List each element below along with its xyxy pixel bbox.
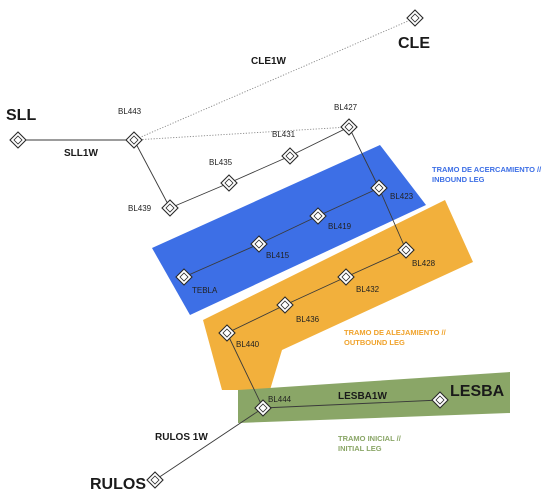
waypoint-sll-marker[interactable] — [9, 131, 27, 149]
waypoint-bl439-label: BL439 — [128, 204, 152, 213]
waypoint-labels: CLE SLL BL443 BL427 BL431 BL435 BL439 BL… — [6, 35, 505, 493]
waypoint-bl431-marker[interactable] — [281, 147, 299, 165]
route-bl443-bl439 — [133, 139, 171, 209]
route-bl440-bl444 — [226, 332, 264, 409]
route-rulos1w — [154, 407, 264, 481]
waypoint-bl419-label: BL419 — [328, 222, 352, 231]
waypoint-bl427-marker[interactable] — [340, 118, 358, 136]
inbound-leg-label-line2: INBOUND LEG — [432, 175, 485, 184]
waypoint-bl443-marker[interactable] — [125, 131, 143, 149]
airway-sll1w-label: SLL1W — [64, 148, 98, 159]
route-bl443-bl427 — [133, 126, 350, 141]
route-cle1w — [133, 17, 416, 141]
inbound-leg-label-line1: TRAMO DE ACERCAMIENTO // — [432, 165, 542, 174]
route-lines — [18, 17, 441, 481]
waypoint-bl419-marker[interactable] — [309, 207, 327, 225]
waypoint-sll-label: SLL — [6, 107, 36, 124]
waypoint-markers — [9, 9, 449, 489]
waypoint-bl428-label: BL428 — [412, 259, 436, 268]
airway-cle1w-label: CLE1W — [251, 56, 287, 67]
outbound-leg-label-line2: OUTBOUND LEG — [344, 338, 405, 347]
waypoint-cle-label: CLE — [398, 35, 430, 52]
waypoint-bl432-marker[interactable] — [337, 268, 355, 286]
waypoint-bl423-label: BL423 — [390, 192, 414, 201]
airway-lesba1w-label: LESBA1W — [338, 391, 387, 402]
route-outbound-chain — [226, 249, 407, 334]
waypoint-bl423-marker[interactable] — [370, 179, 388, 197]
waypoint-cle-marker[interactable] — [406, 9, 424, 27]
airway-rulos1w-label: RULOS 1W — [155, 432, 208, 443]
waypoint-bl415-marker[interactable] — [250, 235, 268, 253]
initial-leg-label-line2: INITIAL LEG — [338, 444, 382, 453]
initial-leg-band — [238, 372, 510, 423]
waypoint-bl444-marker[interactable] — [254, 399, 272, 417]
waypoint-bl432-label: BL432 — [356, 285, 380, 294]
waypoint-bl444-label: BL444 — [268, 395, 292, 404]
initial-leg-label-line1: TRAMO INICIAL // — [338, 434, 402, 443]
waypoint-bl436-marker[interactable] — [276, 296, 294, 314]
waypoint-bl415-label: BL415 — [266, 251, 290, 260]
waypoint-bl428-marker[interactable] — [397, 241, 415, 259]
airway-labels: CLE1W SLL1W LESBA1W RULOS 1W — [64, 56, 387, 443]
waypoint-bl443-label: BL443 — [118, 107, 142, 116]
waypoint-bl435-marker[interactable] — [220, 174, 238, 192]
waypoint-rulos-marker[interactable] — [146, 471, 164, 489]
waypoint-lesba-label: LESBA — [450, 383, 505, 400]
waypoint-tebla-marker[interactable] — [175, 268, 193, 286]
route-lesba1w — [262, 399, 441, 409]
waypoint-bl435-label: BL435 — [209, 158, 233, 167]
waypoint-bl427-label: BL427 — [334, 103, 358, 112]
leg-labels: TRAMO DE ACERCAMIENTO // INBOUND LEG TRA… — [338, 165, 542, 453]
waypoint-tebla-label: TEBLA — [192, 286, 218, 295]
waypoint-bl436-label: BL436 — [296, 315, 320, 324]
outbound-leg-label-line1: TRAMO DE ALEJAMIENTO // — [344, 328, 447, 337]
waypoint-bl439-marker[interactable] — [161, 199, 179, 217]
waypoint-bl440-marker[interactable] — [218, 324, 236, 342]
waypoint-bl440-label: BL440 — [236, 340, 260, 349]
waypoint-rulos-label: RULOS — [90, 476, 146, 493]
route-inbound-chain — [183, 187, 380, 278]
route-upper-chain — [169, 126, 350, 209]
waypoint-lesba-marker[interactable] — [431, 391, 449, 409]
waypoint-bl431-label: BL431 — [272, 130, 296, 139]
